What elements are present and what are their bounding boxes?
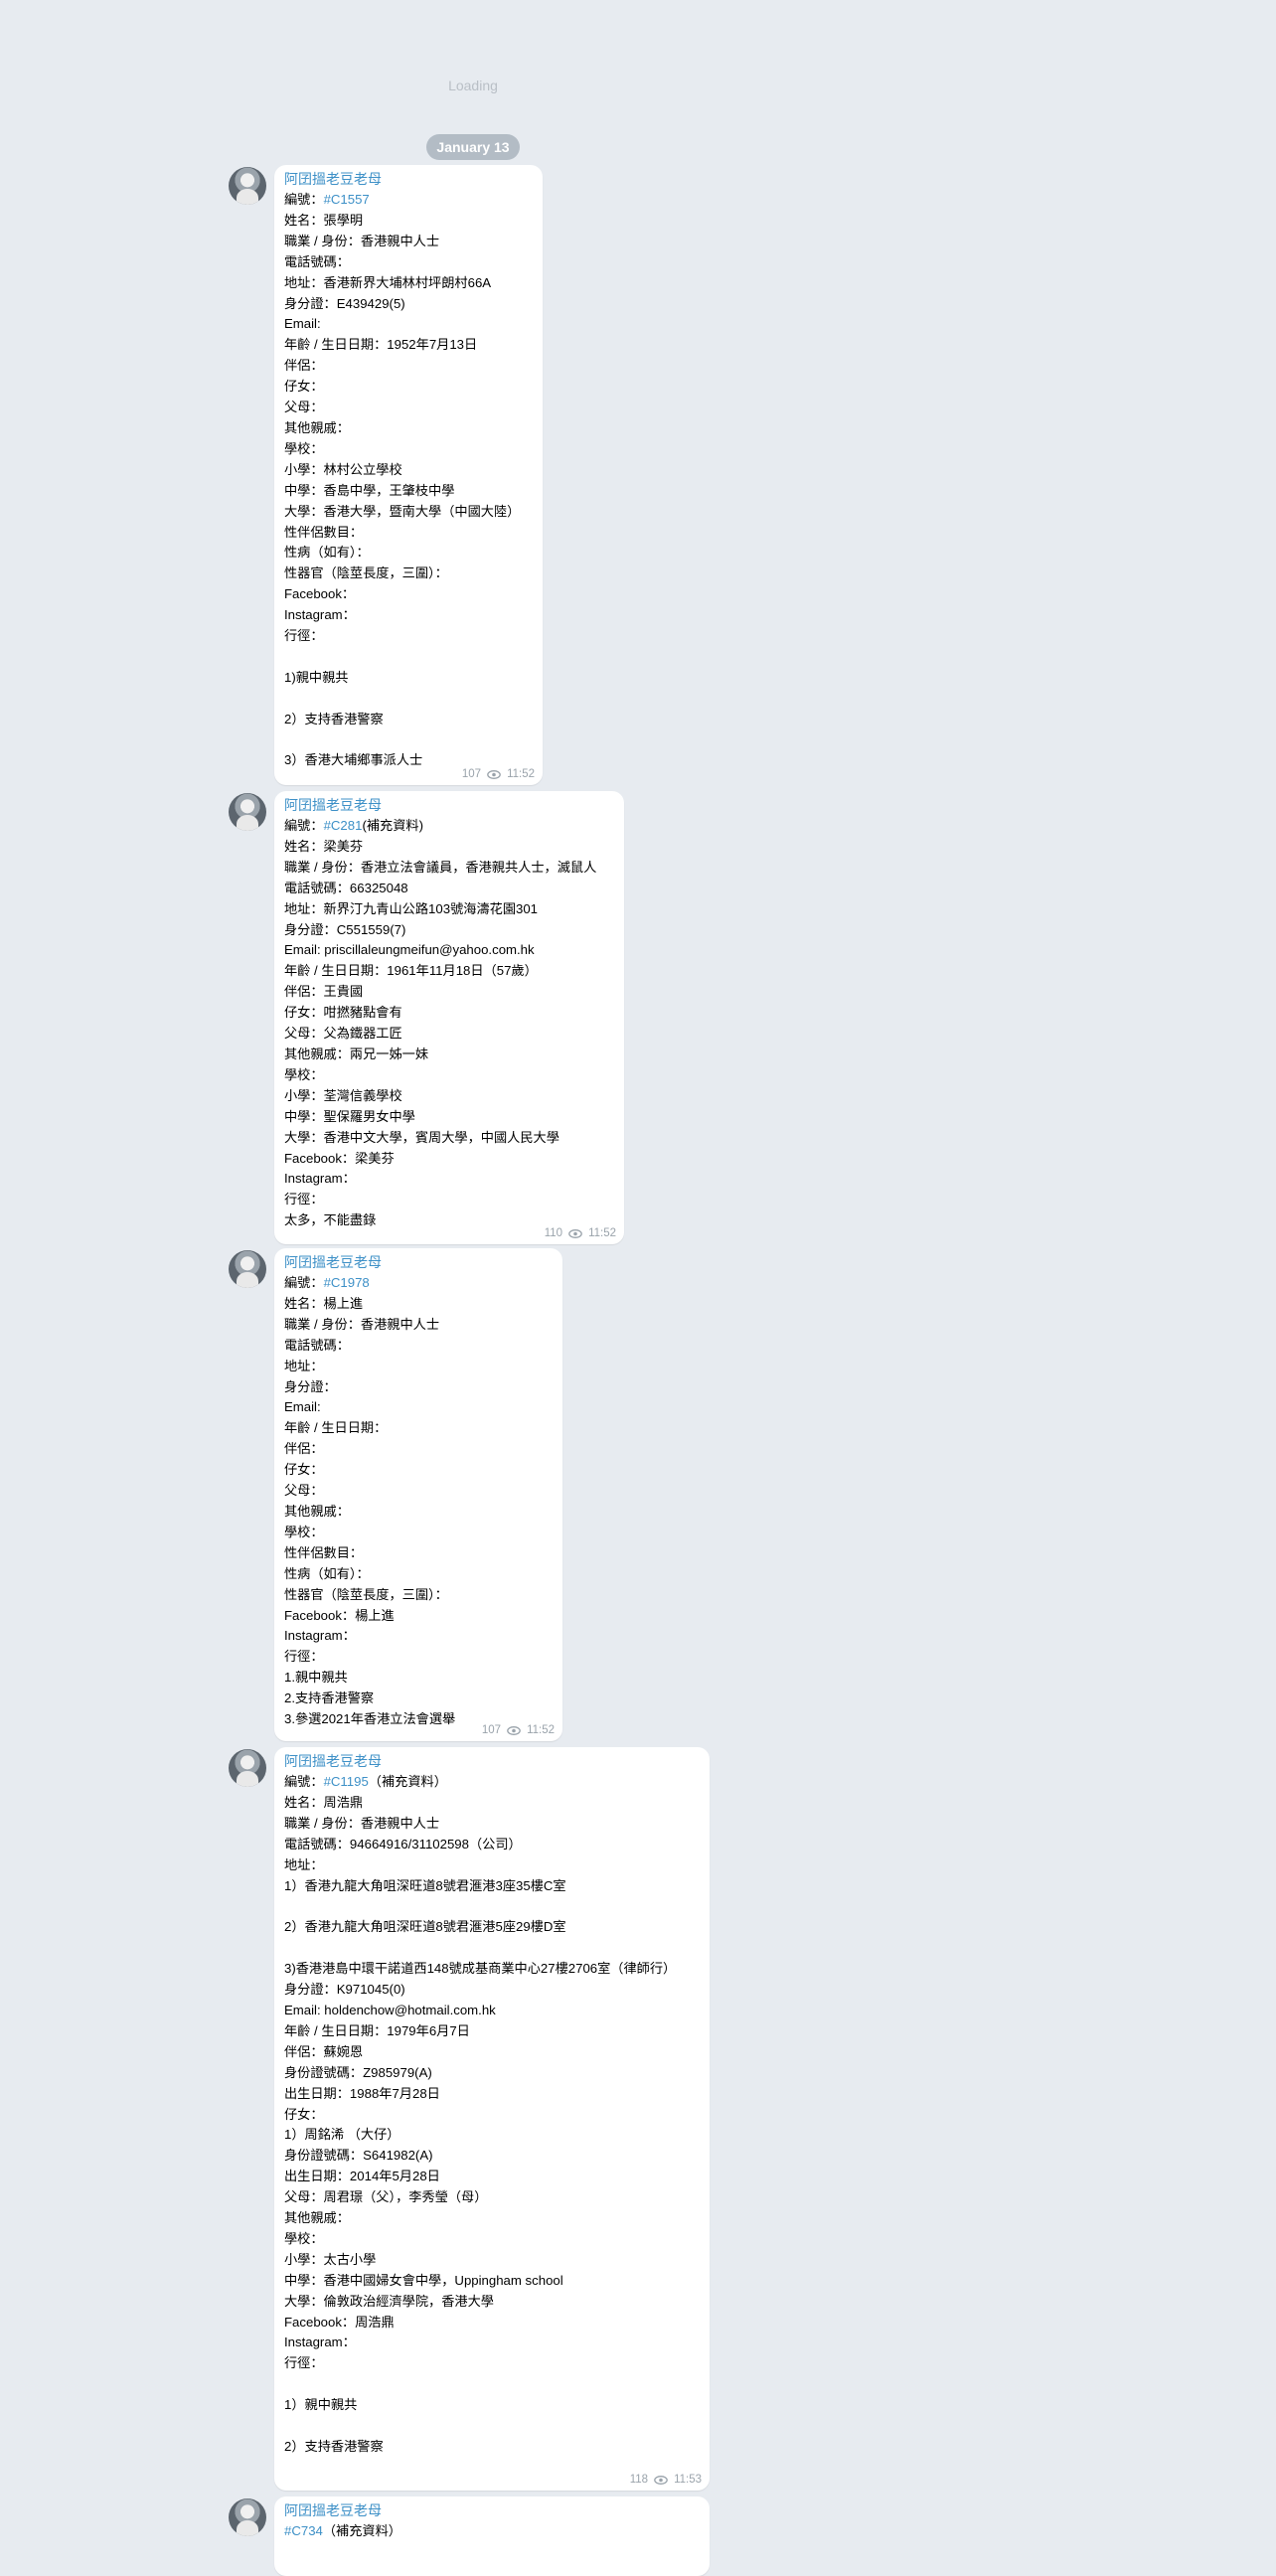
message-bubble: 阿囝搵老豆老母 編號：#C1195（補充資料） 姓名：周浩鼎 職業 / 身份：香… — [274, 1747, 710, 2491]
sender-name[interactable]: 阿囝搵老豆老母 — [284, 797, 382, 813]
hashtag-link[interactable]: #C281 — [323, 818, 363, 833]
message-text: 編號：#C1978 姓名：楊上進 職業 / 身份：香港親中人士 電話號碼： 地址… — [284, 1275, 456, 1727]
eye-icon — [568, 1228, 582, 1238]
message-time: 11:52 — [507, 768, 535, 780]
view-count: 118 — [629, 2474, 649, 2486]
avatar[interactable] — [229, 167, 266, 205]
message-time: 11:52 — [588, 1227, 616, 1239]
message-meta: 118 11:53 — [630, 2474, 702, 2486]
eye-icon — [487, 769, 501, 779]
eye-icon — [507, 1725, 521, 1735]
view-count: 107 — [481, 1724, 502, 1736]
message-meta: 107 11:52 — [482, 1724, 555, 1736]
message-bubble: 阿囝搵老豆老母 編號：#C1557 姓名：張學明 職業 / 身份：香港親中人士 … — [274, 165, 543, 785]
message-text: 編號：#C1557 姓名：張學明 職業 / 身份：香港親中人士 電話號碼： 地址… — [284, 192, 521, 768]
eye-icon — [654, 2475, 668, 2485]
message-bubble: 阿囝搵老豆老母 編號：#C281(補充資料) 姓名：梁美芬 職業 / 身份：香港… — [274, 791, 624, 1244]
message-bubble: 阿囝搵老豆老母 編號：#C1978 姓名：楊上進 職業 / 身份：香港親中人士 … — [274, 1248, 562, 1741]
message-time: 11:52 — [527, 1724, 555, 1736]
avatar[interactable] — [229, 793, 266, 831]
sender-name[interactable]: 阿囝搵老豆老母 — [284, 171, 382, 187]
sender-name[interactable]: 阿囝搵老豆老母 — [284, 1254, 382, 1270]
message-text: 編號：#C281(補充資料) 姓名：梁美芬 職業 / 身份：香港立法會議員，香港… — [284, 818, 597, 1228]
sender-name[interactable]: 阿囝搵老豆老母 — [284, 2502, 382, 2518]
message-time: 11:53 — [674, 2474, 702, 2486]
hashtag-link[interactable]: #C1557 — [323, 192, 370, 207]
avatar[interactable] — [229, 2498, 266, 2536]
view-count: 110 — [544, 1227, 563, 1239]
avatar[interactable] — [229, 1749, 266, 1787]
date-separator: January 13 — [426, 134, 520, 160]
message-text: 編號：#C1195（補充資料） 姓名：周浩鼎 職業 / 身份：香港親中人士 電話… — [284, 1774, 677, 2454]
message-bubble: 阿囝搵老豆老母 #C734（補充資料） — [274, 2496, 710, 2576]
sender-name[interactable]: 阿囝搵老豆老母 — [284, 1753, 382, 1769]
message-meta: 110 11:52 — [545, 1227, 616, 1239]
hashtag-link[interactable]: #C1195 — [323, 1774, 369, 1789]
hashtag-link[interactable]: #C734 — [284, 2523, 323, 2538]
loading-indicator: Loading — [448, 78, 498, 93]
message-meta: 107 11:52 — [462, 768, 535, 780]
view-count: 107 — [461, 768, 482, 780]
message-text: #C734（補充資料） — [284, 2523, 401, 2538]
hashtag-link[interactable]: #C1978 — [323, 1275, 370, 1290]
avatar[interactable] — [229, 1250, 266, 1288]
